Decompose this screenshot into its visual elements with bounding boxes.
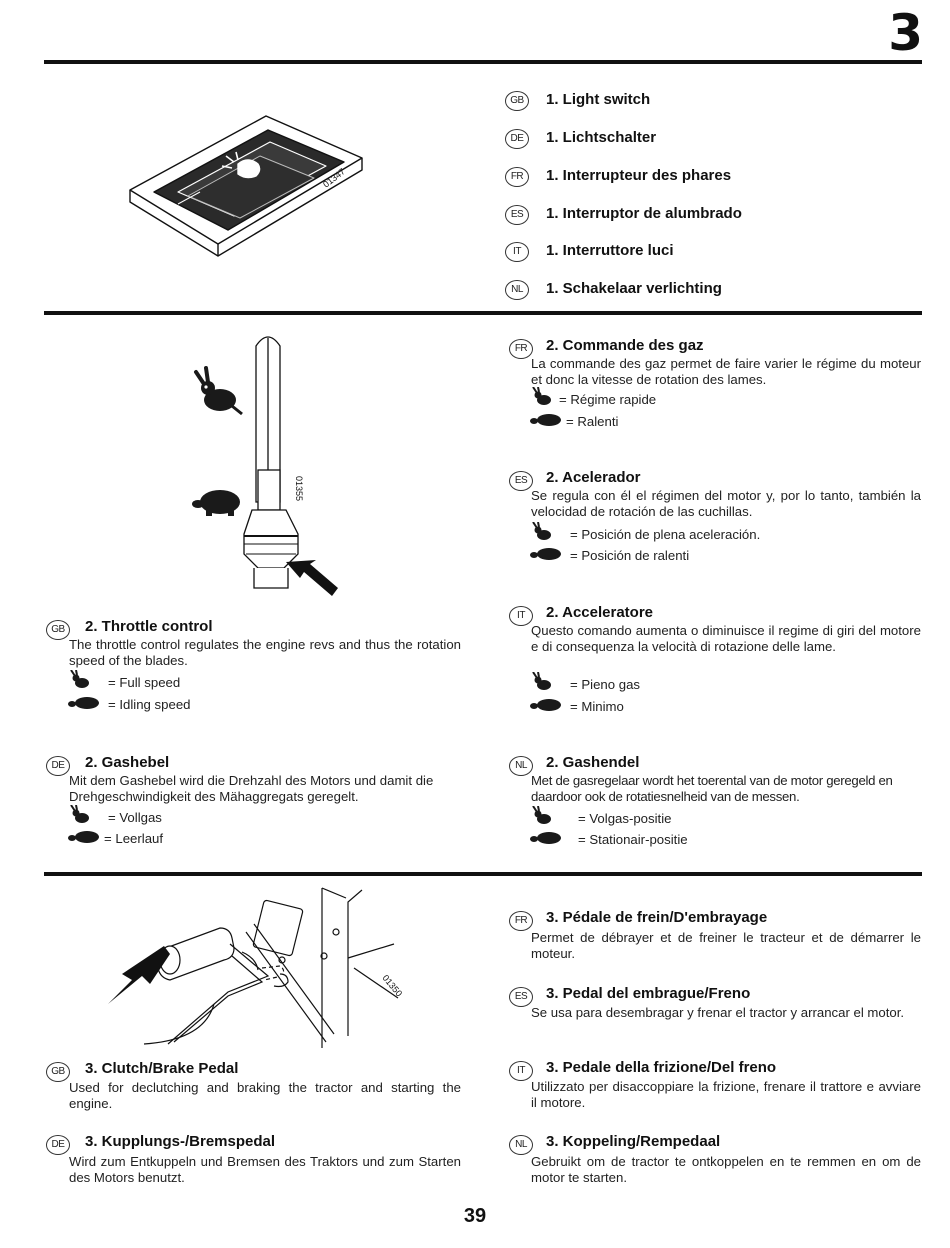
section-rule-1 [44,311,922,315]
clutch-brake-pedal-illustration: 01350 [108,887,404,1048]
s3-fr-text: Permet de débrayer et de freiner le trac… [531,930,921,961]
lang-badge-fr: FR [509,339,533,359]
s3-es-text: Se usa para desembragar y frenar el trac… [531,1005,905,1020]
chapter-number: 3 [888,4,923,62]
s3-it-title: 3. Pedale della frizione/Del freno [546,1059,777,1076]
arrow-icon [108,942,178,1004]
s1-es-title: 1. Interruptor de alumbrado [546,205,742,222]
s2-es-slow: = Posición de ralenti [570,548,690,563]
turtle-icon [530,699,561,711]
s2-gb-title: 2. Throttle control [85,618,213,635]
lang-badge-gb: GB [46,620,70,640]
s3-de-title: 3. Kupplungs-/Bremspedal [85,1133,276,1150]
rabbit-icon [194,366,243,416]
lang-badge-it: IT [505,242,529,262]
arrow-icon [286,560,338,596]
rabbit-icon [532,672,551,690]
s1-it-title: 1. Interruttore luci [546,242,674,259]
s2-es-title: 2. Acelerador [546,469,641,486]
s2-fr-fast: = Régime rapide [559,392,657,407]
s2-fr-slow: = Ralenti [566,414,619,429]
s3-fr-title: 3. Pédale de frein/D'embrayage [546,909,768,926]
s2-fr-title: 2. Commande des gaz [546,337,704,354]
lang-badge-nl: NL [509,1135,533,1155]
s3-gb-title: 3. Clutch/Brake Pedal [85,1060,239,1077]
throttle-lever-illustration: 01355 [192,336,338,596]
s3-nl-text: Gebruikt om de tractor te ontkoppelen en… [531,1154,921,1185]
s2-de-fast: = Vollgas [108,810,162,825]
rabbit-icon [532,522,551,540]
s2-gb-text: The throttle control regulates the engin… [69,637,461,668]
s3-it-text: Utilizzato per disaccoppiare la frizione… [531,1079,921,1110]
lang-badge-de: DE [505,129,529,149]
s3-de-text: Wird zum Entkuppeln und Bremsen des Trak… [69,1154,461,1185]
section-rule-2 [44,872,922,876]
s2-es-fast: = Posición de plena aceleración. [570,527,761,542]
s3-gb-text: Used for declutching and braking the tra… [69,1080,461,1111]
page-number: 39 [463,1205,487,1227]
s1-nl-title: 1. Schakelaar verlichting [546,280,722,297]
turtle-icon [192,490,240,516]
s2-it-slow: = Minimo [570,699,624,714]
s2-gb-slow: = Idling speed [108,697,191,712]
s2-nl-title: 2. Gashendel [546,754,640,771]
rabbit-icon [532,806,551,824]
turtle-icon [530,414,561,426]
s1-gb-title: 1. Light switch [546,91,651,108]
turtle-icon [530,832,561,844]
turtle-icon [530,548,561,560]
figure-code-01355: 01355 [294,476,304,501]
s2-fr-text: La commande des gaz permet de faire vari… [531,356,921,387]
s2-it-fast: = Pieno gas [570,677,641,692]
s3-es-title: 3. Pedal del embrague/Freno [546,985,751,1002]
s2-de-title: 2. Gashebel [85,754,170,771]
lang-badge-it: IT [509,1061,533,1081]
lang-badge-fr: FR [509,911,533,931]
lang-badge-nl: NL [505,280,529,300]
lang-badge-es: ES [509,987,533,1007]
light-switch-illustration: 01347 [129,115,363,257]
lang-badge-fr: FR [505,167,529,187]
s2-nl-slow: = Stationair-positie [578,832,688,847]
s2-es-text: Se regula con él el régimen del motor y,… [531,488,921,519]
rabbit-icon [70,670,89,688]
turtle-icon [68,831,99,843]
s1-fr-title: 1. Interrupteur des phares [546,167,732,184]
s2-nl-fast: = Volgas-positie [578,811,672,826]
s2-nl-text: Met de gasregelaar wordt het toerental v… [531,773,893,804]
rabbit-icon [532,387,551,405]
lang-badge-gb: GB [505,91,529,111]
s2-it-text: Questo comando aumenta o diminuisce il r… [531,623,921,654]
lang-badge-es: ES [505,205,529,225]
turtle-icon [68,697,99,709]
header-rule [44,60,922,64]
s2-de-text: Mit dem Gashebel wird die Drehzahl des M… [69,773,434,804]
lang-badge-es: ES [509,471,533,491]
s2-gb-fast: = Full speed [108,675,181,690]
s2-de-slow: = Leerlauf [104,831,164,846]
lang-badge-nl: NL [509,756,533,776]
rabbit-icon [70,805,89,823]
s3-nl-title: 3. Koppeling/Rempedaal [546,1133,721,1150]
lang-badge-it: IT [509,606,533,626]
lang-badge-de: DE [46,756,70,776]
lang-badge-de: DE [46,1135,70,1155]
lang-badge-gb: GB [46,1062,70,1082]
s2-it-title: 2. Acceleratore [546,604,654,621]
s1-de-title: 1. Lichtschalter [546,129,657,146]
